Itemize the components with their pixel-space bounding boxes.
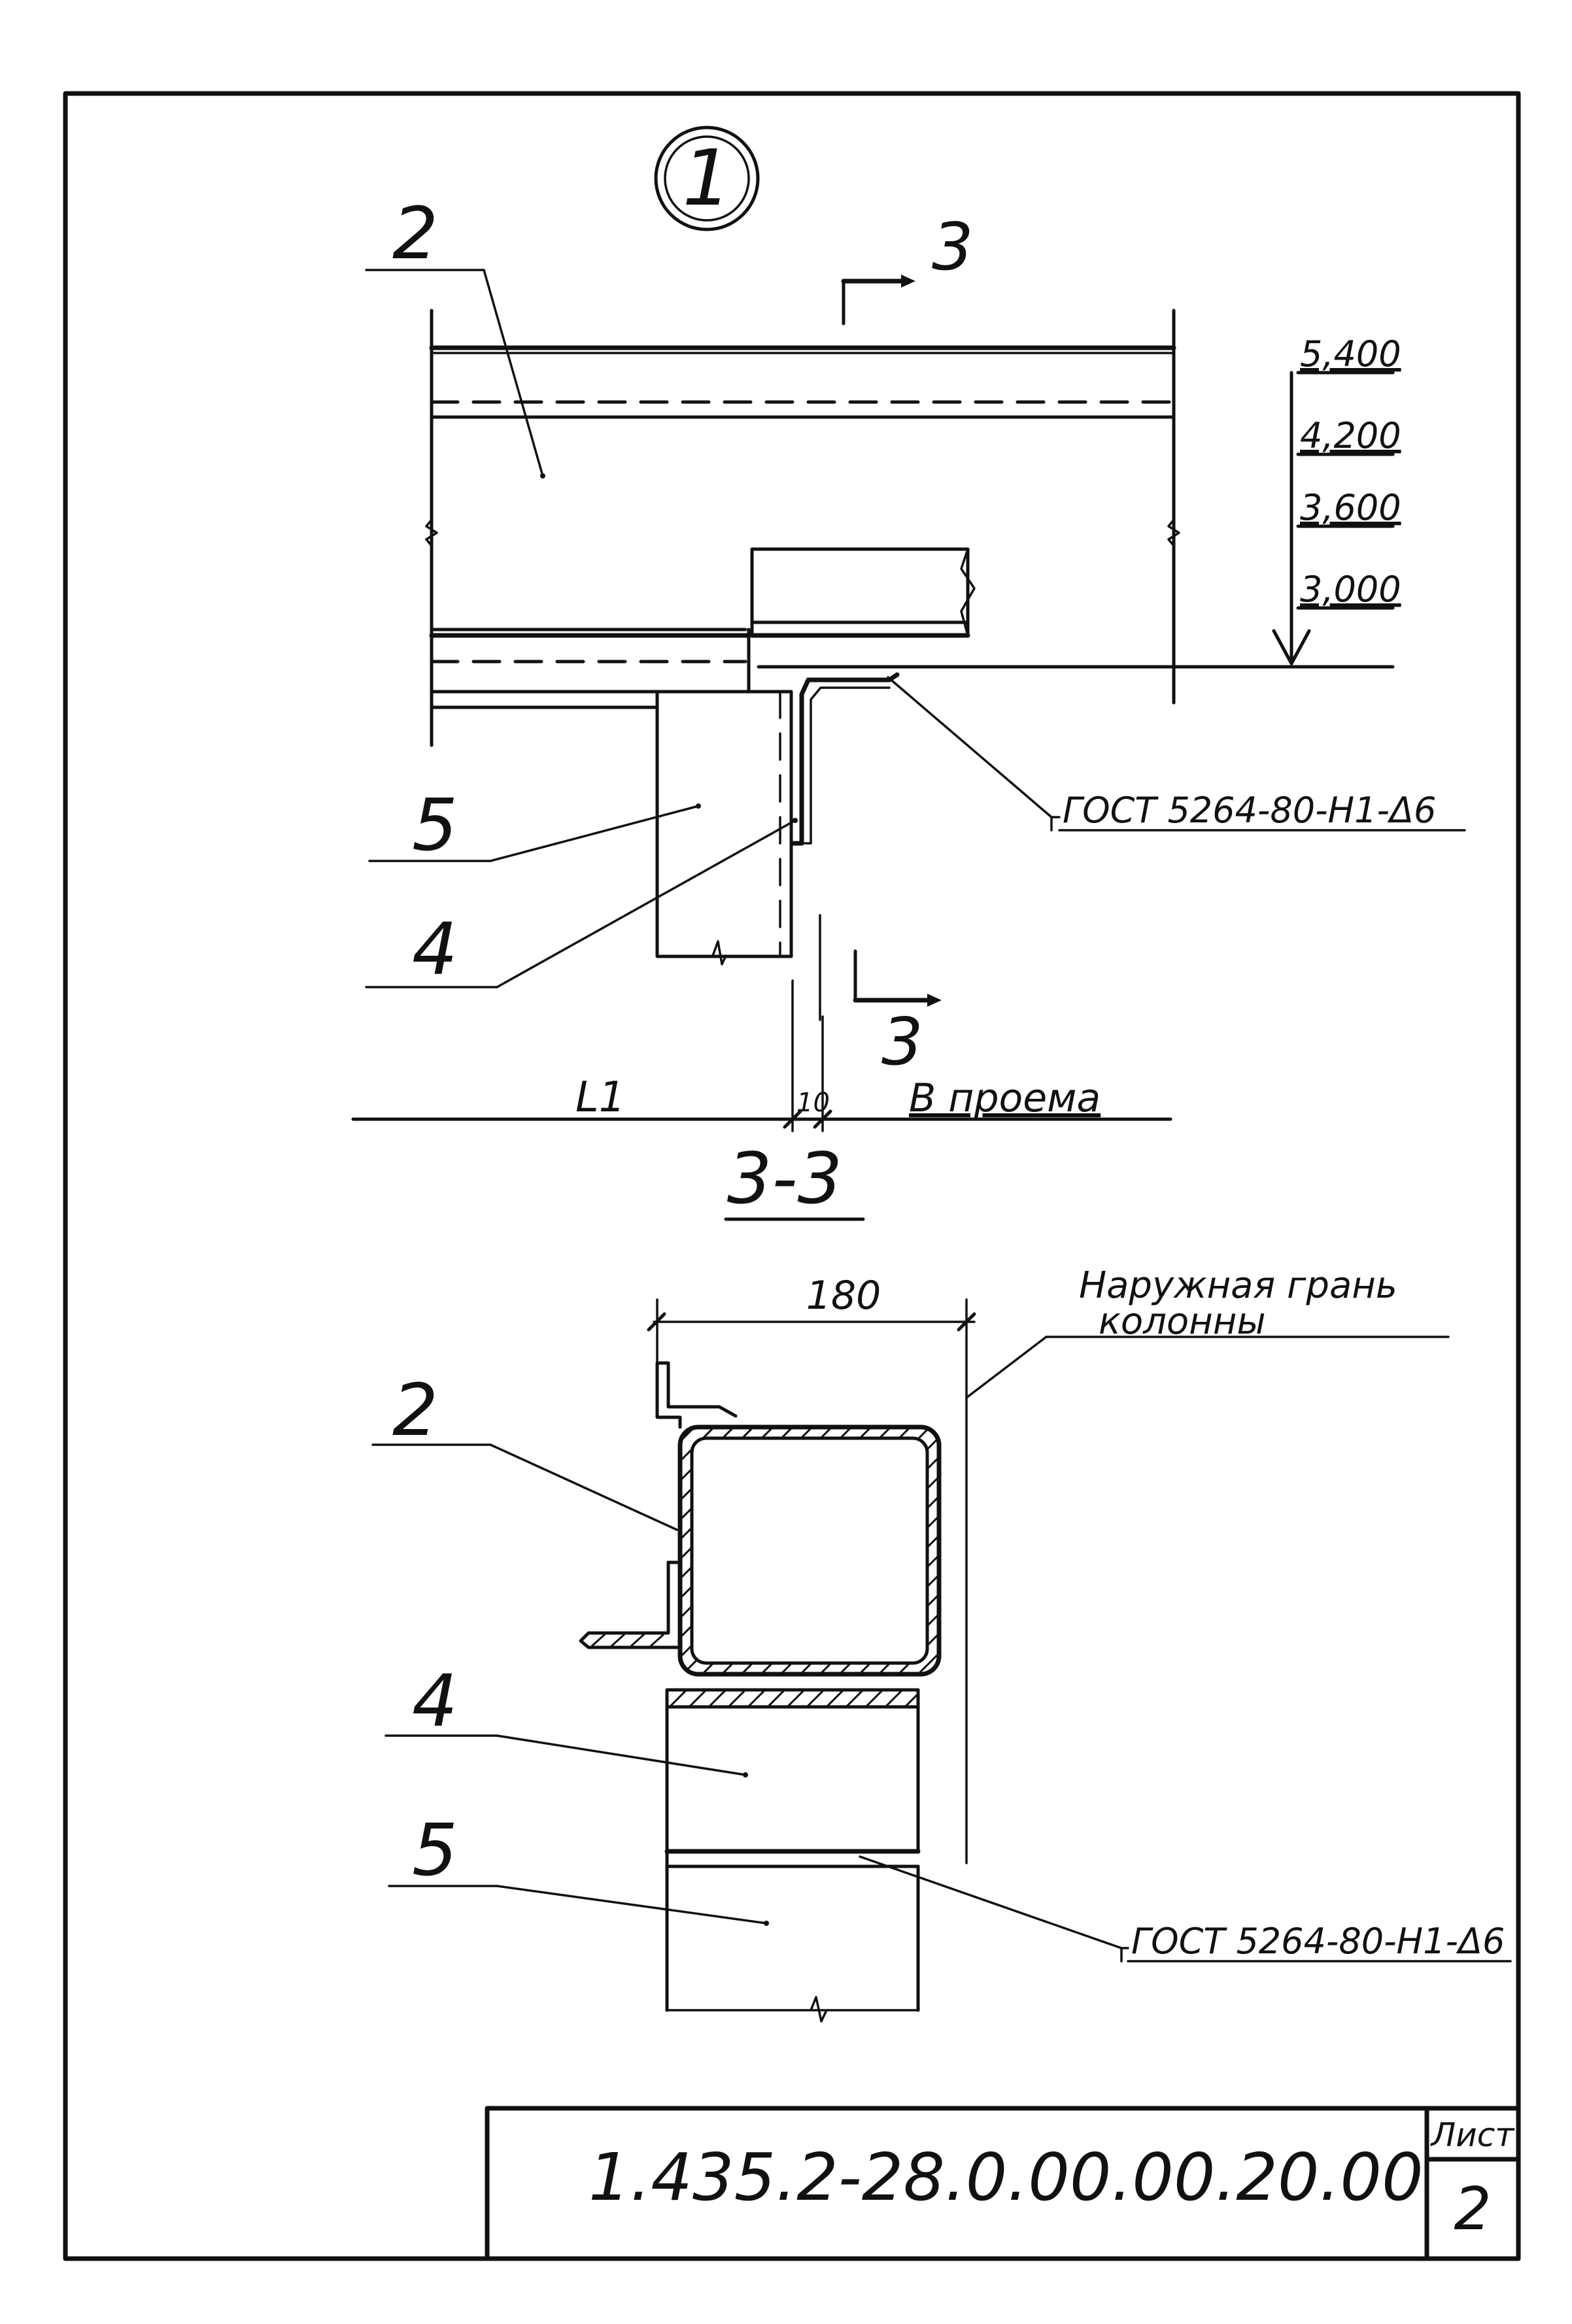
callout-2: 2	[365, 192, 544, 477]
weld-note-text: ГОСТ 5264-80-Н1-Δ6	[1063, 790, 1436, 831]
level-scale: 5,400 4,200 3,600 3,000	[1272, 333, 1401, 665]
svg-text:4: 4	[412, 1659, 458, 1743]
weld-note: ГОСТ 5264-80-Н1-Δ6	[887, 676, 1466, 832]
section-members	[664, 1705, 921, 2023]
column-and-plate	[655, 672, 900, 1021]
section-title: 3-3	[727, 1138, 842, 1220]
section-weld-note: ГОСТ 5264-80-Н1-Δ6	[859, 1855, 1512, 1962]
dimension-line: L1 10 B проема	[351, 979, 1172, 1132]
callout-4: 4	[365, 819, 796, 991]
face-note-line2: колонны	[1099, 1300, 1266, 1343]
dim-left-label: L1	[575, 1073, 625, 1122]
callout-5: 5	[368, 783, 700, 867]
svg-text:2: 2	[392, 192, 438, 275]
level-label: 4,200	[1300, 415, 1401, 456]
doc-code: 1.435.2-28.0.00.00.20.00	[589, 2139, 1424, 2215]
section-callout-5: 5	[388, 1808, 768, 1925]
section-callout-2: 2	[371, 1368, 678, 1531]
detail-marker-circle	[654, 126, 760, 231]
detail-marker-inner-circle	[664, 135, 750, 222]
svg-text:2: 2	[392, 1368, 438, 1452]
section-cut-mark-top: 3	[841, 209, 974, 326]
detail-marker-label: 1	[682, 133, 731, 223]
svg-text:5: 5	[412, 783, 458, 867]
title-block: Лист 1.435.2-28.0.00.00.20.00 2	[485, 2106, 1521, 2261]
bottom-plate	[665, 1688, 920, 1709]
level-label: 5,400	[1300, 333, 1401, 375]
column-face-note: Наружная грань колонны	[965, 1264, 1450, 1399]
sheet-number: 2	[1454, 2175, 1491, 2244]
svg-text:3: 3	[932, 209, 974, 285]
width-dim-label: 180	[806, 1273, 881, 1319]
level-label: 3,600	[1300, 487, 1401, 528]
level-label: 3,000	[1300, 569, 1401, 610]
section-cut-mark-bottom: 3	[853, 949, 942, 1080]
detail-view: 1 3	[351, 126, 1466, 1132]
section-view: 3-3 180 Наружная грань колонны	[371, 1138, 1512, 2023]
sheet-label: Лист	[1430, 2116, 1516, 2154]
section-callout-4: 4	[384, 1659, 747, 1776]
lintel-profile	[749, 547, 976, 638]
z-profile	[579, 1361, 738, 1649]
dim-gap-label: 10	[796, 1088, 830, 1118]
lower-beam	[429, 628, 1395, 709]
svg-text:4: 4	[412, 907, 458, 991]
svg-text:5: 5	[412, 1808, 458, 1892]
svg-text:3: 3	[881, 1003, 923, 1080]
face-note-line1: Наружная грань	[1079, 1264, 1397, 1307]
square-tube	[677, 1424, 942, 1677]
dim-right-label: B проема	[909, 1075, 1101, 1121]
section-width-dimension: 180	[647, 1273, 976, 1864]
upper-beam	[425, 309, 1180, 747]
section-weld-note-text: ГОСТ 5264-80-Н1-Δ6	[1131, 1921, 1505, 1962]
